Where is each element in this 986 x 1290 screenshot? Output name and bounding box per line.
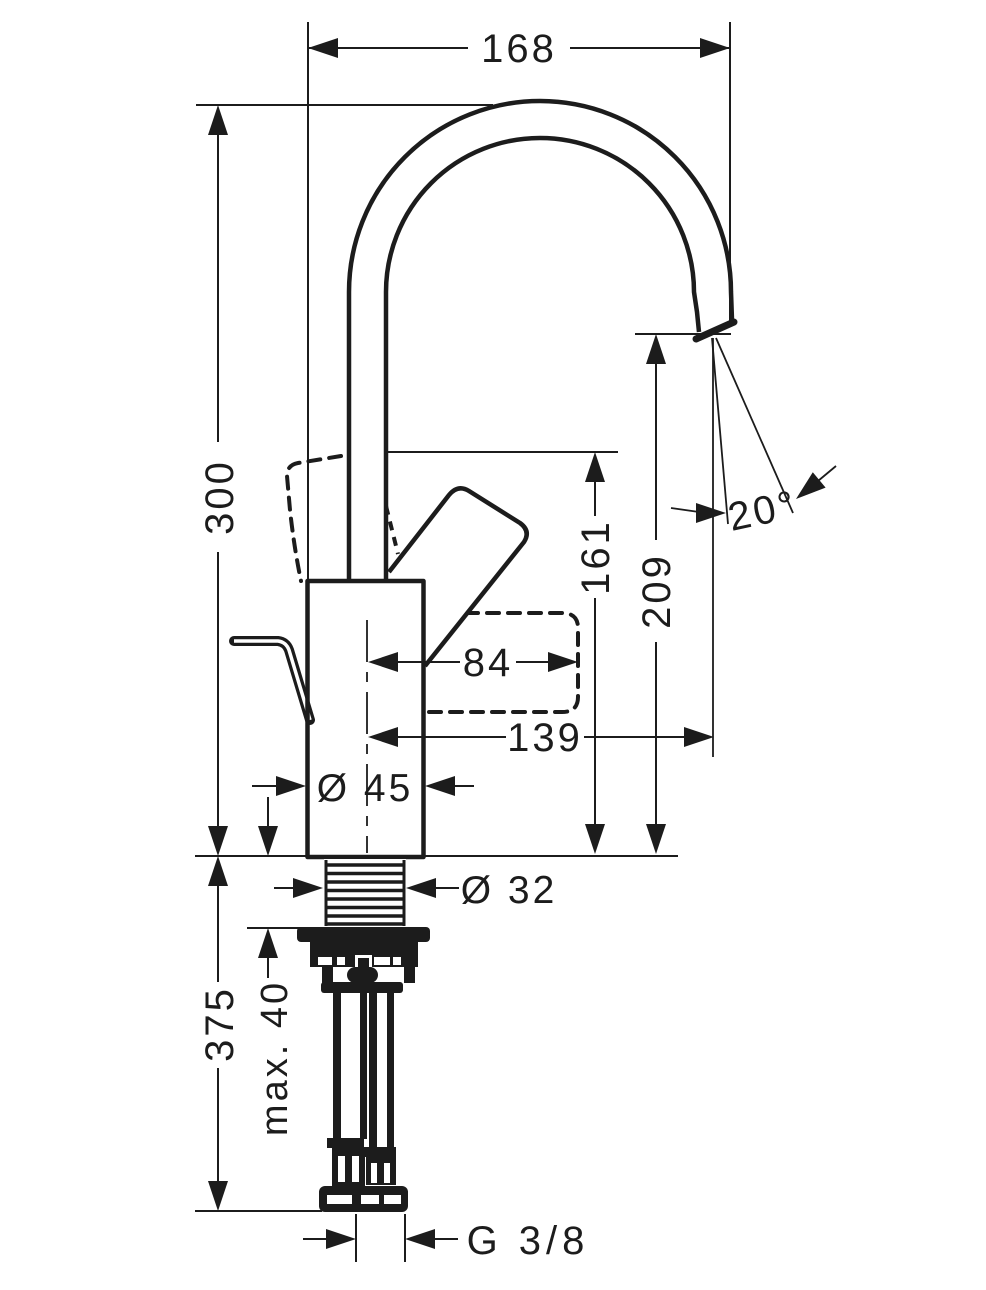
dim-label-body-diameter: Ø 45: [317, 767, 414, 810]
supply-hose-line: [369, 993, 377, 1148]
dimension-arrowheads: [208, 38, 826, 1249]
arrowhead: [548, 652, 578, 672]
clamp-base: [321, 982, 403, 993]
arrowhead: [293, 878, 323, 898]
arrowhead: [796, 472, 826, 499]
dim-label-spout-reach: 168: [481, 27, 557, 71]
supply-hose-line: [387, 993, 394, 1148]
arrowhead: [208, 856, 228, 886]
dimension-lines: [195, 22, 837, 1262]
nut-slot: [393, 957, 401, 965]
arrowhead: [258, 826, 278, 856]
arrowhead: [405, 1229, 435, 1249]
connector-slot-tab: [352, 1195, 361, 1204]
dim-label-below-counter-depth: 375: [198, 986, 242, 1062]
dim-label-height-above-counter: 300: [198, 459, 242, 535]
spout-tip-cap: [692, 318, 738, 343]
mounting-flange: [297, 927, 430, 942]
arrowhead: [700, 38, 730, 58]
stream-line-near: [711, 337, 729, 525]
side-lever-highlight: [234, 639, 312, 721]
arrowhead: [646, 824, 666, 854]
dim-label-handle-top-height: 161: [574, 519, 618, 595]
spout: [346, 98, 738, 583]
handle-lever: [387, 486, 529, 668]
arrowhead: [326, 1229, 356, 1249]
connector-slot: [327, 1195, 401, 1204]
arrowhead: [258, 928, 278, 958]
hose-fitting-cap: [364, 1147, 396, 1157]
dim-label-outlet-reach: 139: [507, 716, 583, 760]
arrowhead: [585, 452, 605, 482]
arrowhead: [368, 652, 398, 672]
arrowhead: [406, 878, 436, 898]
hose-fitting-pin: [345, 1156, 352, 1182]
arrowhead: [425, 776, 455, 796]
arrowhead: [696, 503, 726, 523]
arrowhead: [684, 727, 714, 747]
arrowhead: [308, 38, 338, 58]
nut-slot: [374, 957, 390, 965]
ext-lines-g38: [355, 1214, 406, 1262]
nut-slot: [318, 957, 332, 965]
clamp-wall-right: [404, 966, 415, 983]
nut-slot: [337, 957, 345, 965]
side-lever: [229, 636, 315, 725]
clamp-boss: [347, 967, 378, 983]
dim-label-shank-diameter: Ø 32: [461, 869, 558, 912]
dim-label-spray-angle: 20°: [724, 482, 801, 539]
arrowhead: [208, 826, 228, 856]
arrowhead: [585, 824, 605, 854]
hose-fitting-pin: [377, 1163, 384, 1183]
clamp-wall-left: [322, 966, 333, 983]
faucet-body: [305, 578, 426, 860]
spout-inner-edge: [383, 135, 702, 583]
hose-fitting-cap: [327, 1138, 364, 1148]
handle-outline: [387, 486, 529, 668]
dim-label-max-counter-thickness: max. 40: [254, 980, 296, 1136]
arrowhead: [368, 727, 398, 747]
connector-slot-tab: [379, 1195, 384, 1204]
threaded-shank-sides: [324, 860, 406, 926]
supply-hose-line: [360, 993, 367, 1139]
arrowhead: [208, 1181, 228, 1211]
arrowhead: [208, 105, 228, 135]
leader-20deg-left: [670, 507, 700, 513]
shank-thread-lines: [327, 863, 403, 926]
supply-hose-line: [333, 993, 341, 1139]
stream-line-20deg: [715, 337, 794, 514]
handle-upright-dashed-outline: [284, 454, 343, 583]
dim-label-outlet-height: 209: [635, 553, 679, 629]
spout-outer-edge: [346, 98, 735, 583]
mounting-hardware: [297, 859, 430, 1212]
handle-lowered-dashed-outline: [422, 611, 580, 714]
arrowhead: [276, 776, 306, 796]
arrowhead: [646, 334, 666, 364]
dim-label-connection-thread: G 3/8: [467, 1219, 590, 1263]
dim-label-handle-reach: 84: [463, 641, 514, 685]
